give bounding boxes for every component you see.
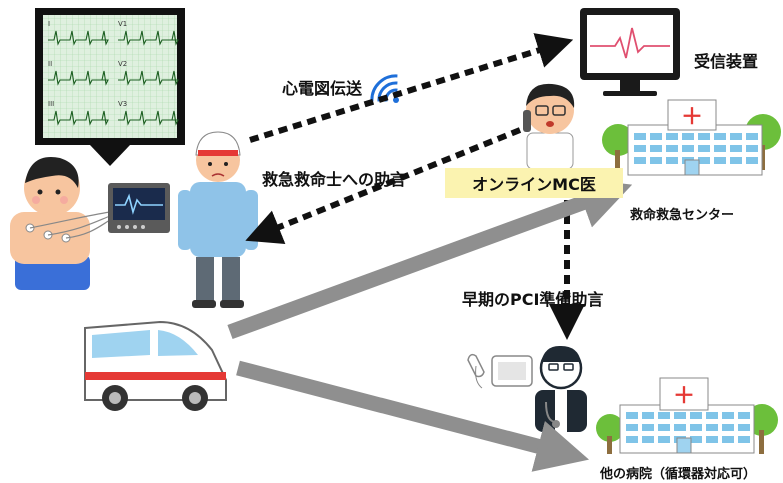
hospital-window: [730, 133, 742, 140]
hospital-window: [642, 412, 654, 419]
hospital-emergency-center: ＋: [602, 99, 781, 176]
label-advice-to-paramedic: 救急救命士への助言: [262, 170, 407, 189]
label-receiver-device: 受信装置: [694, 52, 759, 71]
patient-illustration: [10, 157, 111, 290]
arrow-ecg-transmission: [249, 33, 574, 143]
hospital-window: [714, 145, 726, 152]
hospital-window: [658, 424, 670, 431]
telephone-icon: [467, 353, 533, 389]
ecg-lead-ii: II: [48, 60, 52, 68]
ecg-lead-i: I: [48, 20, 50, 28]
hospital-window: [746, 145, 758, 152]
hospital-window: [682, 133, 694, 140]
hospital-window: [722, 424, 734, 431]
hospital-window: [722, 436, 734, 443]
cardiologist-illustration: [535, 345, 587, 432]
hospital-window: [626, 436, 638, 443]
hospital-window: [634, 157, 646, 164]
ecg-printout: I II III V1 V2 V3: [35, 8, 185, 166]
hospital-window: [706, 412, 718, 419]
hospital-other: ＋: [596, 377, 778, 454]
hospital-window: [650, 145, 662, 152]
hospital-window: [690, 412, 702, 419]
hospital-window: [650, 133, 662, 140]
hospital-window: [658, 412, 670, 419]
hospital-window: [690, 436, 702, 443]
hospital-cross-icon: ＋: [673, 384, 695, 409]
ecg-trace: [118, 70, 179, 86]
hospital-window: [714, 133, 726, 140]
ecg-lead-v2: V2: [118, 60, 127, 68]
hospital-window: [666, 133, 678, 140]
receiver-monitor: [580, 8, 680, 96]
hospital-window: [738, 412, 750, 419]
hospital-window: [698, 145, 710, 152]
ecg-traces: [48, 30, 179, 126]
hospital-window: [714, 157, 726, 164]
hospital-window: [658, 436, 670, 443]
ecg-trace: [48, 110, 109, 126]
hospital-window: [634, 133, 646, 140]
paramedic-illustration: [178, 131, 258, 308]
hospital-window: [666, 157, 678, 164]
hospital-window: [706, 424, 718, 431]
arrow-to-emergency-center: [227, 178, 633, 340]
speech-bubble-tail: [90, 145, 130, 166]
hospital-window: [746, 133, 758, 140]
hospital-window: [626, 424, 638, 431]
hospital-cross-icon: ＋: [681, 105, 703, 130]
bedside-monitor: [108, 183, 170, 233]
hospital-window: [682, 145, 694, 152]
hospital-window: [722, 412, 734, 419]
label-other-hospital: 他の病院（循環器対応可）: [600, 467, 757, 482]
hospital-window: [666, 145, 678, 152]
hospital-window: [642, 436, 654, 443]
hospital-window: [746, 157, 758, 164]
label-early-pci-advice: 早期のPCI準備助言: [462, 290, 604, 309]
hospital-window: [738, 436, 750, 443]
arrow-advice-to-paramedic: [245, 127, 522, 244]
hospital-window: [642, 424, 654, 431]
ecg-lead-iii: III: [48, 100, 54, 108]
hospital-window: [706, 436, 718, 443]
ecg-lead-v3: V3: [118, 100, 127, 108]
label-emergency-center: 救命救急センター: [630, 208, 735, 223]
hospital-window: [698, 157, 710, 164]
hospital-window: [730, 157, 742, 164]
wifi-signal-icon: [370, 74, 399, 103]
ecg-trace: [118, 30, 179, 46]
hospital-window: [698, 133, 710, 140]
mc-doctor-illustration: [523, 83, 575, 170]
hospital-window: [674, 412, 686, 419]
hospital-window: [626, 412, 638, 419]
label-online-mc-doctor: オンラインMC医: [445, 168, 623, 198]
arrow-to-other-hospital: [236, 360, 590, 472]
ecg-trace: [48, 70, 109, 86]
ambulance-illustration: [84, 320, 227, 411]
ecg-lead-v1: V1: [118, 20, 127, 28]
hospital-window: [650, 157, 662, 164]
ecg-trace: [48, 30, 109, 46]
hospital-windows: [626, 412, 750, 443]
label-ecg-transmission: 心電図伝送: [282, 79, 363, 98]
hospital-window: [738, 424, 750, 431]
hospital-window: [674, 424, 686, 431]
hospital-window: [634, 145, 646, 152]
hospital-window: [690, 424, 702, 431]
hospital-window: [730, 145, 742, 152]
ecg-trace: [118, 110, 179, 126]
